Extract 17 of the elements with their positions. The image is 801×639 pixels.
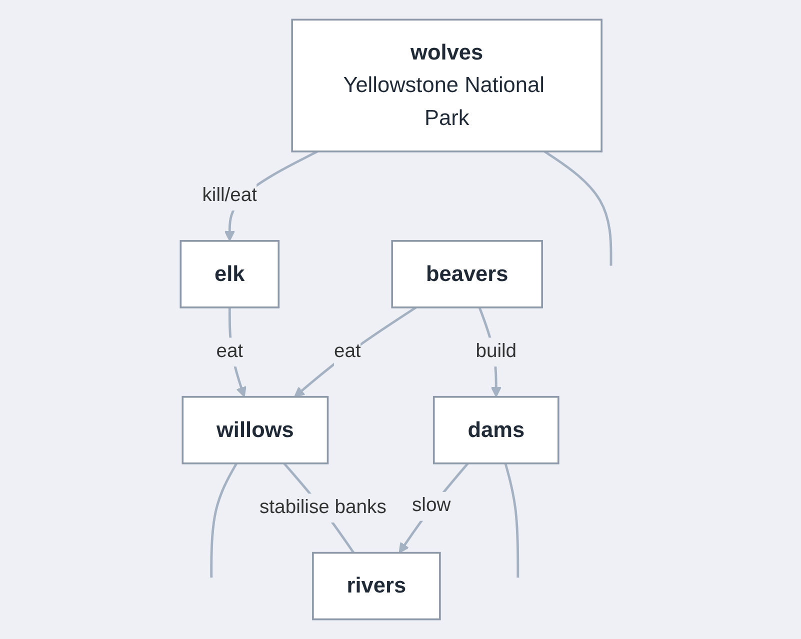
node-box: willows [182,396,330,464]
node-box: rivers [312,552,442,620]
node-box: elk [180,240,280,308]
edge-label: eat [334,341,362,362]
arrow [399,462,470,554]
node-box: beavers [392,240,544,308]
connector [210,462,238,578]
node-box: wolves Yellowstone National Park [292,18,603,152]
edge-label: eat [216,341,244,362]
connector [504,463,520,578]
arrow [294,306,418,398]
edge-label: build [476,341,517,362]
edge-label: kill/eat [202,185,258,206]
node-box: dams [433,396,560,464]
edge-label: stabilise banks [260,497,387,518]
edge-label: slow [412,496,452,516]
connector [544,150,613,266]
